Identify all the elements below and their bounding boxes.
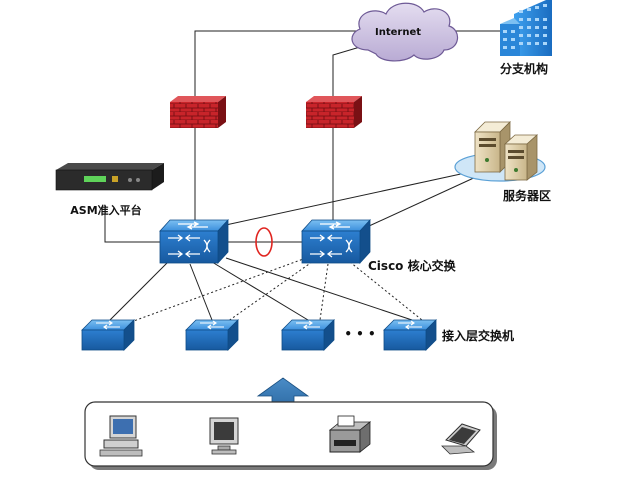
access-switch-2 [185,319,239,351]
link-coreR-access1 [119,257,307,327]
access-switch-4 [383,319,437,351]
link-coreL-access4 [225,257,413,321]
firewall-icon [306,96,362,128]
endpoint-tray [84,401,497,470]
laptop-icon [441,423,481,455]
link-server-core-left [211,171,471,229]
switch-icon [185,319,239,351]
switch-icon [281,319,335,351]
firewall-icon [170,96,226,128]
server-icon [503,134,539,181]
link-coreL-access2 [189,263,213,321]
access-switch-3 [281,319,335,351]
link-left-firewall-internet [194,30,360,108]
access-switch-label: 接入层交换机 [442,328,514,343]
internet-label: Internet [375,27,421,38]
link-coreR-access3 [319,263,329,321]
switch-icon [81,319,135,351]
link-coreL-access1 [109,261,169,321]
links [104,30,500,327]
server-zone: 服务器区 [454,121,551,203]
branch-label: 分支机构 [500,61,548,76]
core-switch-right [301,218,371,265]
desktop-pc-icon [99,415,143,457]
core-switch-label: Cisco 核心交换 [368,258,457,273]
core-switch-left [159,218,229,265]
link-aggregation-ring [255,227,273,257]
link-asm-core [104,205,160,243]
link-right-firewall-internet [332,46,361,108]
switch-icon [383,319,437,351]
more-switches-ellipsis: • • • [344,327,375,341]
access-switch-1 [81,319,135,351]
asm-platform: ASM准入平台 [55,163,164,217]
asm-platform-label: ASM准入平台 [70,203,141,217]
building-icon [500,0,552,56]
firewall-left [170,96,226,128]
appliance-icon [55,163,164,191]
link-server-core-right [355,175,479,233]
monitor-icon [209,417,239,455]
server-zone-label: 服务器区 [503,188,551,203]
branch-office: 分支机构 [500,0,552,76]
cloud-icon [351,2,458,62]
link-coreR-access4 [349,261,423,321]
switch-icon [159,218,229,265]
switch-icon [301,218,371,265]
printer-icon [328,415,372,453]
link-coreL-access3 [211,261,309,321]
internet-cloud: Internet [351,2,458,62]
firewall-right [306,96,362,128]
